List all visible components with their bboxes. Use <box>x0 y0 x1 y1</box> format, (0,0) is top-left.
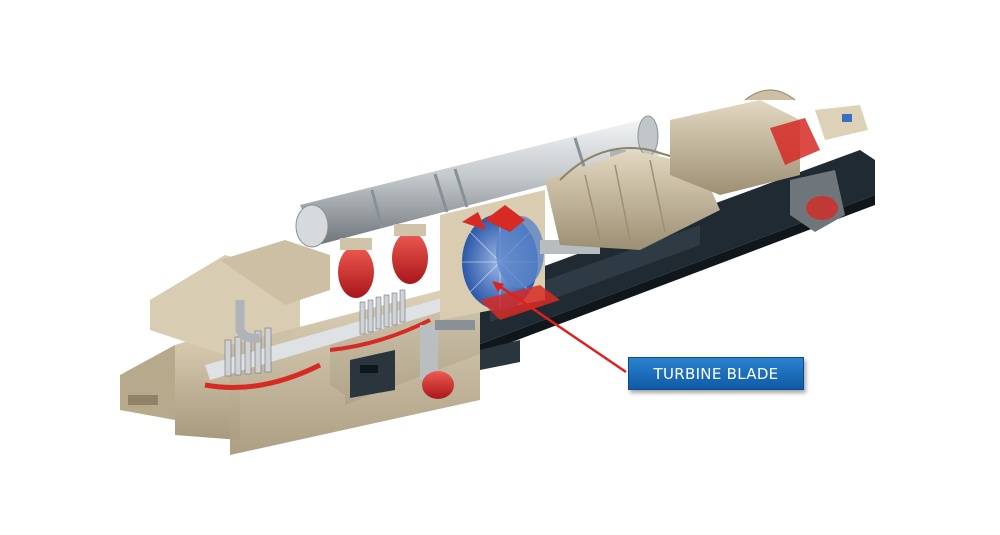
steam-chests <box>338 224 428 298</box>
hp-rotor <box>204 289 480 390</box>
turbine-blade-disk <box>440 190 600 320</box>
turbine-blade-callout: TURBINE BLADE <box>628 357 804 390</box>
callout-pointer <box>494 281 627 374</box>
pedestals <box>350 340 520 398</box>
callout-arrowhead <box>492 281 504 292</box>
valve-assembly <box>420 170 845 399</box>
generator-housing <box>545 89 868 250</box>
